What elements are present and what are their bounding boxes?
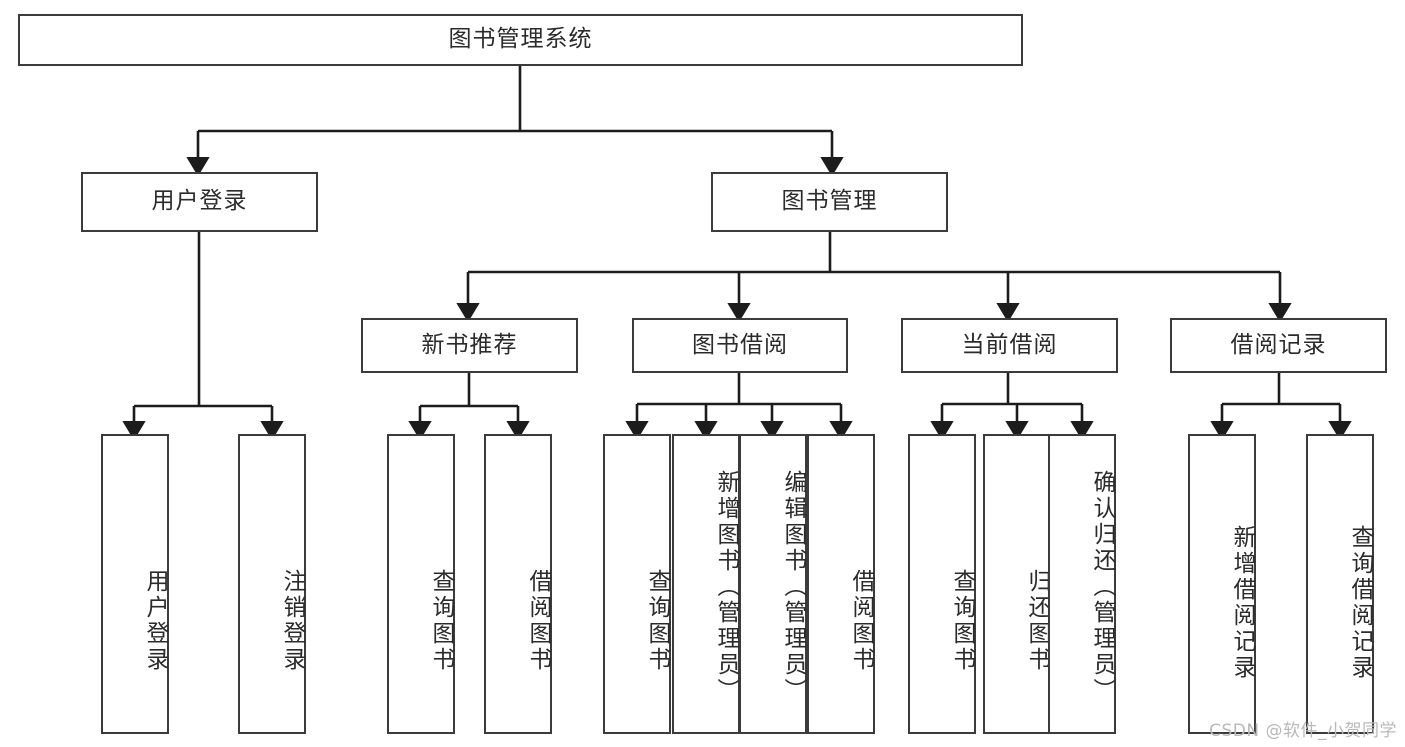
node-borrow-record-label: 借阅记录 [1230, 331, 1327, 358]
node-leaf-add-borrow-record-label: 新增借阅记录 [1229, 525, 1255, 681]
node-root-label: 图书管理系统 [448, 26, 593, 53]
node-book-manage-label: 图书管理 [781, 188, 878, 215]
node-leaf-query-book-2[interactable]: 查询图书 [603, 434, 671, 734]
node-leaf-user-login[interactable]: 用户登录 [101, 434, 169, 734]
node-leaf-borrow-book-1[interactable]: 借阅图书 [484, 434, 552, 734]
node-leaf-add-borrow-record[interactable]: 新增借阅记录 [1188, 434, 1256, 734]
node-current-borrow-label: 当前借阅 [961, 331, 1058, 358]
node-leaf-user-login-label: 用户登录 [142, 569, 168, 673]
node-current-borrow[interactable]: 当前借阅 [901, 318, 1118, 373]
node-book-borrow[interactable]: 图书借阅 [632, 318, 848, 373]
node-leaf-user-logout-label: 注销登录 [279, 569, 305, 673]
node-leaf-borrow-book-2[interactable]: 借阅图书 [807, 434, 875, 734]
node-leaf-query-book-3-label: 查询图书 [949, 569, 975, 673]
node-leaf-confirm-return-admin-label: 确认归还（管理员） [1089, 470, 1115, 704]
csdn-watermark: CSDN @软件_小贺同学 [1209, 721, 1397, 741]
node-leaf-edit-book-admin-label: 编辑图书（管理员） [780, 470, 806, 704]
node-leaf-query-book-2-label: 查询图书 [644, 569, 670, 673]
node-leaf-borrow-book-2-label: 借阅图书 [848, 569, 874, 673]
node-root[interactable]: 图书管理系统 [18, 14, 1023, 66]
node-book-borrow-label: 图书借阅 [692, 331, 788, 358]
node-leaf-add-book-admin[interactable]: 新增图书（管理员） [672, 434, 740, 734]
node-leaf-return-book-label: 归还图书 [1024, 569, 1050, 673]
node-leaf-borrow-book-1-label: 借阅图书 [525, 569, 551, 673]
node-leaf-confirm-return-admin[interactable]: 确认归还（管理员） [1048, 434, 1116, 734]
node-user-login-label: 用户登录 [151, 188, 248, 215]
node-leaf-return-book[interactable]: 归还图书 [983, 434, 1051, 734]
node-leaf-user-logout[interactable]: 注销登录 [238, 434, 306, 734]
node-leaf-query-book-1-label: 查询图书 [428, 569, 454, 673]
node-leaf-add-book-admin-label: 新增图书（管理员） [713, 470, 739, 704]
node-borrow-record[interactable]: 借阅记录 [1170, 318, 1387, 373]
node-leaf-query-borrow-record-label: 查询借阅记录 [1347, 525, 1373, 681]
node-book-manage[interactable]: 图书管理 [711, 172, 948, 232]
node-leaf-query-book-3[interactable]: 查询图书 [908, 434, 976, 734]
node-new-book-recommend-label: 新书推荐 [421, 331, 518, 358]
node-leaf-query-book-1[interactable]: 查询图书 [387, 434, 455, 734]
node-user-login[interactable]: 用户登录 [81, 172, 318, 232]
node-leaf-edit-book-admin[interactable]: 编辑图书（管理员） [739, 434, 807, 734]
node-new-book-recommend[interactable]: 新书推荐 [361, 318, 578, 373]
node-leaf-query-borrow-record[interactable]: 查询借阅记录 [1306, 434, 1374, 734]
